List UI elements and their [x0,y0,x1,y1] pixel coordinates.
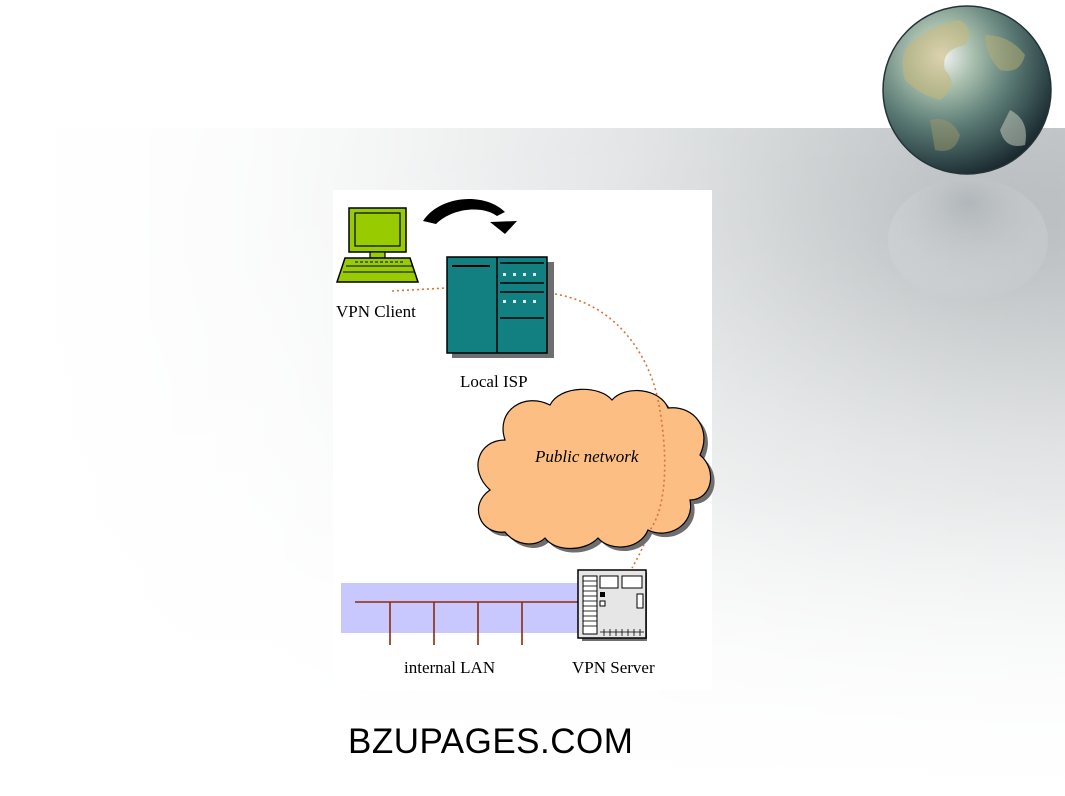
computer-icon [335,207,420,283]
public-network-label: Public network [534,447,639,466]
footer-site-name: BZUPAGES.COM [348,722,634,761]
vpn-client-label: VPN Client [336,302,416,321]
globe-icon [882,5,1052,175]
server-rack-icon [446,256,554,358]
internal-lan [341,583,590,645]
local-isp-label: Local ISP [460,372,528,391]
internal-lan-label: internal LAN [404,658,495,677]
cloud-icon [477,388,715,553]
server-tower-icon [577,569,647,641]
vpn-server-label: VPN Server [572,658,655,677]
curved-arrow-icon [423,198,517,234]
